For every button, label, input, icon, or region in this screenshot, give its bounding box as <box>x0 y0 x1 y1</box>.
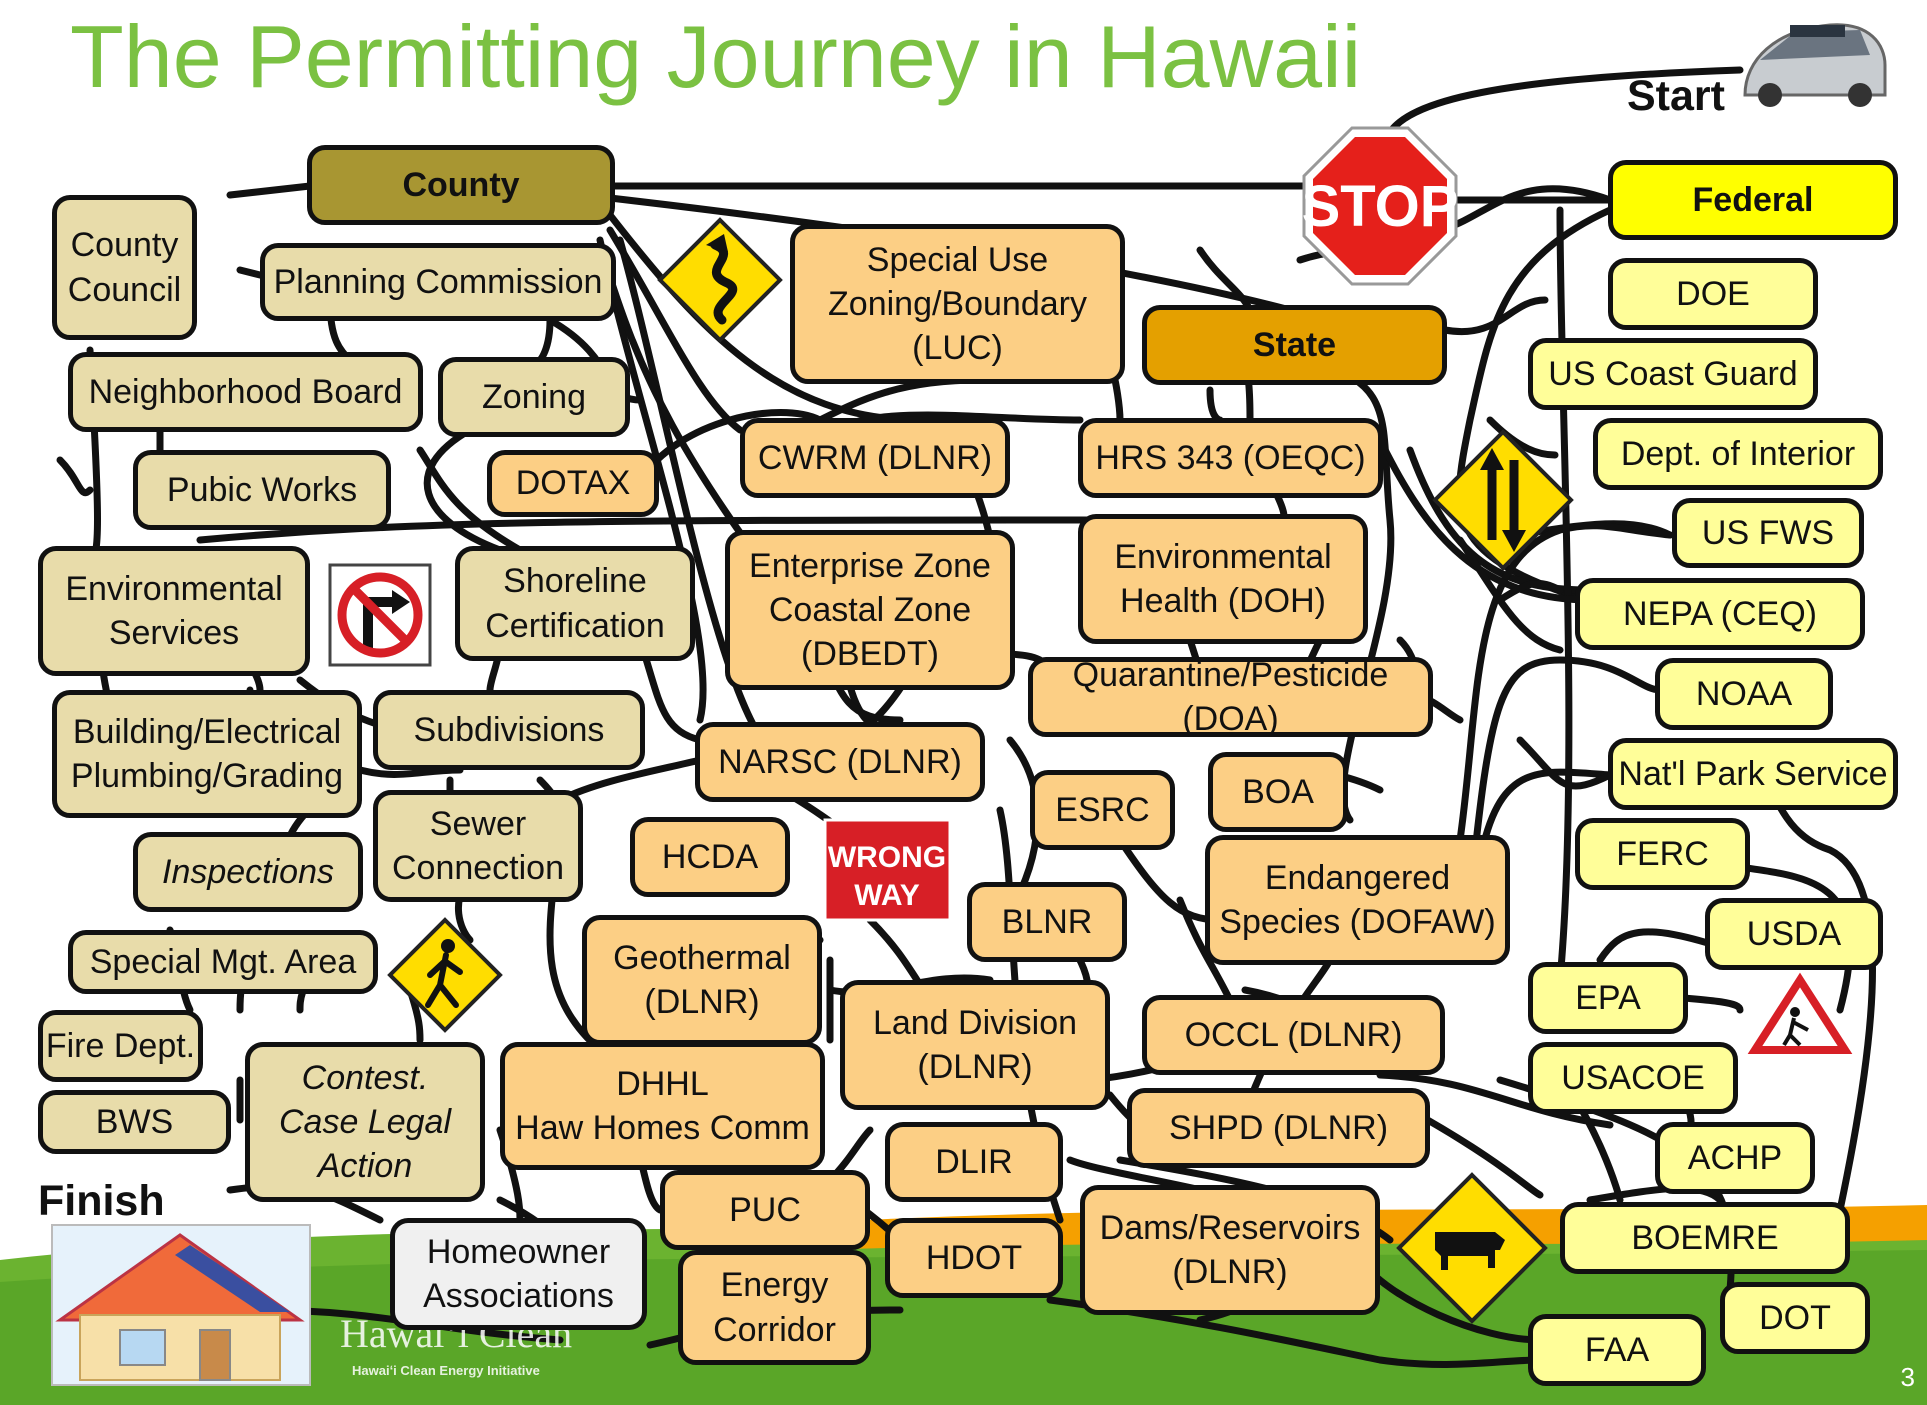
pedestrian-crossing-sign <box>387 917 503 1033</box>
solar-house-icon <box>51 1224 311 1386</box>
wrong-way-sign <box>823 818 952 922</box>
public-works-box: Pubic Works <box>133 450 391 530</box>
wrong-way-line1: WRONG <box>828 841 946 874</box>
shoreline-certification-box: Shoreline Certification <box>455 546 695 661</box>
boemre-box: BOEMRE <box>1560 1202 1850 1274</box>
planning-commission-box: Planning Commission <box>260 243 616 321</box>
usda-box: USDA <box>1705 898 1883 970</box>
epa-box: EPA <box>1528 962 1688 1034</box>
dams-reservoirs-box: Dams/Reservoirs (DLNR) <box>1080 1185 1380 1315</box>
puc-box: PUC <box>660 1170 870 1250</box>
winding-road-sign <box>657 217 783 343</box>
county-header: County <box>307 145 615 225</box>
building-electrical-box: Building/Electrical Plumbing/Grading <box>52 690 362 818</box>
esrc-box: ESRC <box>1030 770 1175 850</box>
enterprise-zone-box: Enterprise Zone Coastal Zone (DBEDT) <box>725 530 1015 690</box>
nepa-ceq-box: NEPA (CEQ) <box>1575 578 1865 650</box>
dept-interior-box: Dept. of Interior <box>1593 418 1883 490</box>
federal-header: Federal <box>1608 160 1898 240</box>
national-park-service-box: Nat'l Park Service <box>1608 738 1898 810</box>
no-right-turn-sign <box>328 563 432 667</box>
state-header: State <box>1142 305 1447 385</box>
wrong-way-line2: WAY <box>854 879 920 912</box>
car-icon <box>1743 23 1887 107</box>
hcda-box: HCDA <box>630 817 790 897</box>
two-way-traffic-sign <box>1432 429 1574 571</box>
luc-box: Special Use Zoning/Boundary (LUC) <box>790 224 1125 384</box>
faa-box: FAA <box>1528 1314 1706 1386</box>
footer-subtitle: Hawaiʻi Clean Energy Initiative <box>352 1363 540 1378</box>
zoning-box: Zoning <box>438 357 630 437</box>
homeowner-associations-box: Homeowner Associations <box>390 1218 647 1330</box>
dotax-box: DOTAX <box>487 450 659 517</box>
shpd-box: SHPD (DLNR) <box>1127 1088 1430 1168</box>
county-council-box: County Council <box>52 195 197 340</box>
dhhl-box: DHHL Haw Homes Comm <box>500 1042 825 1170</box>
contested-case-box: Contest. Case Legal Action <box>245 1042 485 1202</box>
page-number: 3 <box>1900 1362 1915 1392</box>
start-label: Start <box>1627 72 1725 120</box>
environmental-services-box: Environmental Services <box>38 546 310 676</box>
page-title: The Permitting Journey in Hawaii <box>70 7 1362 106</box>
noaa-box: NOAA <box>1655 658 1833 730</box>
dlir-box: DLIR <box>885 1122 1063 1202</box>
blnr-box: BLNR <box>967 882 1127 962</box>
subdivisions-box: Subdivisions <box>373 690 645 770</box>
energy-corridor-box: Energy Corridor <box>678 1250 871 1365</box>
geothermal-box: Geothermal (DLNR) <box>582 915 822 1045</box>
hrs343-box: HRS 343 (OEQC) <box>1078 418 1383 498</box>
ferc-box: FERC <box>1575 818 1750 890</box>
occl-box: OCCL (DLNR) <box>1142 995 1445 1075</box>
cattle-crossing-sign <box>1396 1172 1548 1324</box>
road-work-sign <box>1747 972 1853 1054</box>
hdot-box: HDOT <box>885 1218 1063 1298</box>
land-division-box: Land Division (DLNR) <box>840 980 1110 1110</box>
endangered-species-box: Endangered Species (DOFAW) <box>1205 835 1510 965</box>
fire-dept-box: Fire Dept. <box>38 1010 203 1082</box>
stop-sign <box>1302 126 1458 286</box>
dot-box: DOT <box>1720 1282 1870 1354</box>
finish-label: Finish <box>38 1177 165 1225</box>
cwrm-box: CWRM (DLNR) <box>740 418 1010 498</box>
special-mgt-area-box: Special Mgt. Area <box>68 930 378 994</box>
neighborhood-board-box: Neighborhood Board <box>68 352 423 432</box>
sewer-connection-box: Sewer Connection <box>373 790 583 902</box>
us-fws-box: US FWS <box>1672 498 1864 568</box>
stop-sign-text: STOP <box>1302 174 1459 239</box>
inspections-box: Inspections <box>133 832 363 912</box>
usacoe-box: USACOE <box>1528 1042 1738 1114</box>
doe-box: DOE <box>1608 258 1818 330</box>
quarantine-pesticide-box: Quarantine/Pesticide (DOA) <box>1028 656 1433 738</box>
achp-box: ACHP <box>1655 1122 1815 1194</box>
narsc-box: NARSC (DLNR) <box>695 722 985 802</box>
coast-guard-box: US Coast Guard <box>1528 338 1818 410</box>
environmental-health-box: Environmental Health (DOH) <box>1078 514 1368 644</box>
boa-box: BOA <box>1208 752 1348 832</box>
bws-box: BWS <box>38 1090 231 1154</box>
